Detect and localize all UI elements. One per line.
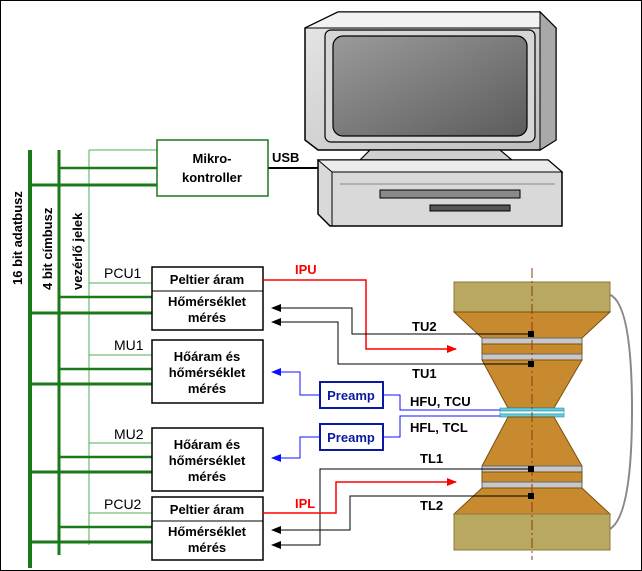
pcu2-tag: PCU2 [104,496,142,512]
tu2-label: TU2 [412,319,437,334]
pcu2-line1: Peltier áram [170,502,244,517]
microcontroller-line1: Mikro- [193,151,232,166]
pcu2-box [151,496,264,561]
tl1-label: TL1 [420,451,443,466]
bus-lines [28,149,157,568]
preamp-lower-label: Preamp [327,430,375,445]
mu2-line2: hőmérséklet [169,453,246,468]
mu1-line1: Hőáram és [174,349,240,364]
pcu2-line2: Hőmérséklet [168,524,247,539]
pcu1-box [151,266,264,331]
ipu-label: IPU [295,262,317,277]
preamp-upper-box [319,381,384,409]
mu1-line2: hőmérséklet [169,365,246,380]
mu1-tag: MU1 [114,337,144,353]
address-bus-label: 4 bit címbusz [40,207,55,290]
pcu1-line3: mérés [188,310,226,325]
preamp-upper-label: Preamp [327,388,375,403]
ipl-label: IPL [295,496,315,511]
pcu2-line3: mérés [188,540,226,555]
hfu-tcu-label: HFU, TCU [410,394,471,409]
tl2-label: TL2 [420,498,443,513]
tu1-label: TU1 [412,366,437,381]
mu2-line1: Hőáram és [174,437,240,452]
hfl-tcl-label: HFL, TCL [410,420,468,435]
computer-icon [304,10,564,227]
usb-label: USB [272,150,299,165]
pcu1-line1: Peltier áram [170,272,244,287]
control-signals-label: vezérlő jelek [70,212,85,290]
microcontroller-box [156,139,269,197]
mu2-line3: mérés [188,469,226,484]
mu1-line3: mérés [188,381,226,396]
signal-lines [263,279,531,549]
mu2-box [151,427,264,492]
measurement-cell [452,268,634,560]
microcontroller-line2: kontroller [182,170,242,185]
pcu1-tag: PCU1 [104,265,142,281]
mu1-box [151,339,264,404]
pcu1-line2: Hőmérséklet [168,294,247,309]
data-bus-label: 16 bit adatbusz [10,191,25,285]
mu2-tag: MU2 [114,426,144,442]
